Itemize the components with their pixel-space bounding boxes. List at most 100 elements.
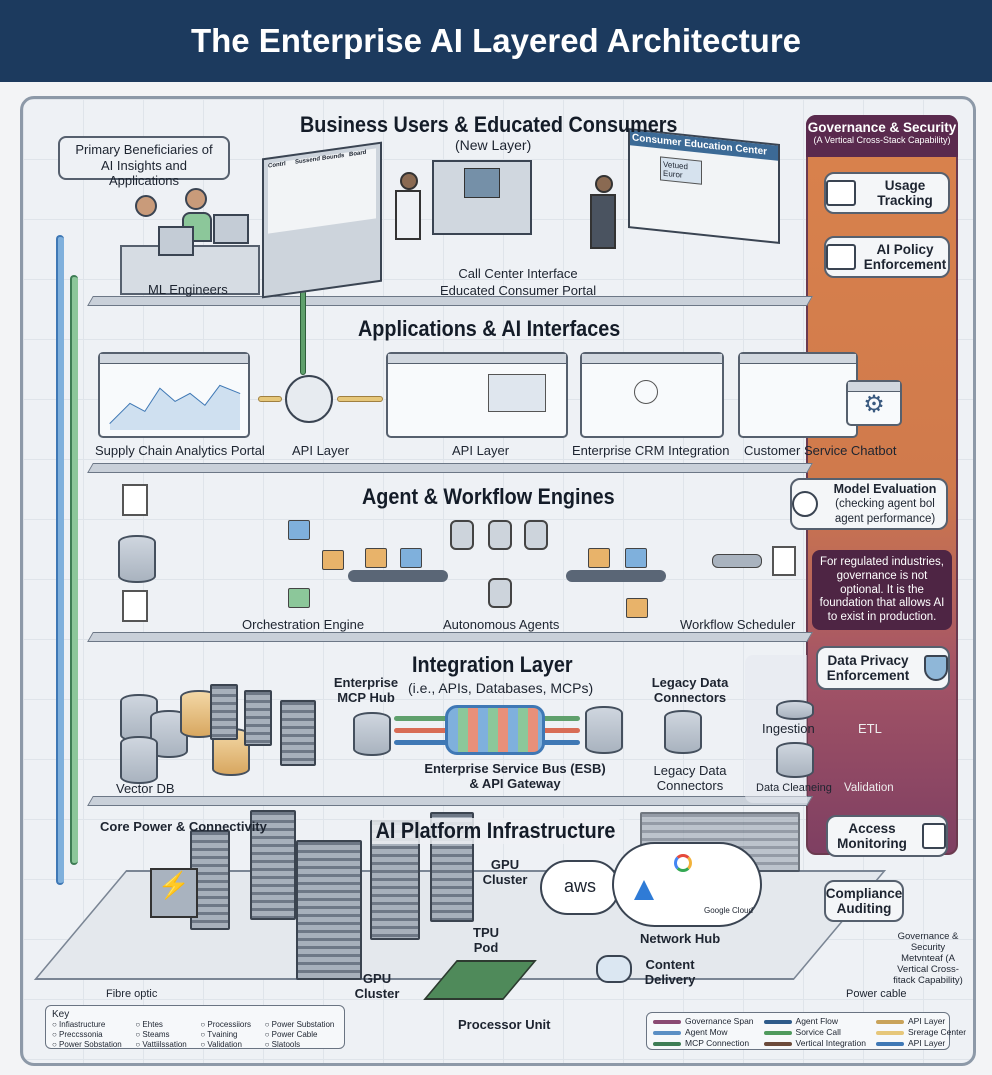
key-item: ○ Infiastructure (52, 1020, 106, 1029)
ingestion-label: Ingestion (762, 721, 815, 736)
validation-label: Validation (844, 782, 894, 794)
monitor-icon (213, 214, 249, 244)
user-profile-icon (634, 380, 658, 404)
content-delivery-label: Content Delivery (644, 957, 696, 987)
data-cleaning-label: Data Cleaneing (756, 782, 832, 794)
legend-item: Agent Flow (763, 1016, 866, 1026)
legend-item: Sorvice Call (763, 1027, 866, 1037)
api-arrow-left (258, 396, 282, 402)
key-item: ○ Processiiors (200, 1020, 251, 1029)
api-hub-icon (285, 375, 333, 423)
legend-label: Sorvice Call (795, 1027, 841, 1037)
aws-cloud-icon: aws (540, 860, 620, 915)
business-layer-title: Business Users & Educated Consumers (300, 112, 678, 137)
key-item: ○ Preccssonia (52, 1030, 103, 1039)
mcp-hub-database-icon (353, 712, 391, 756)
legend-swatch (763, 1019, 792, 1024)
analytics-chart-window (98, 352, 250, 438)
gpu-server-rack (296, 840, 362, 980)
legend-label: Vertical Integration (795, 1038, 866, 1048)
conveyor-belt (566, 570, 666, 582)
ingestion-database-icon (776, 700, 814, 720)
api-layer-label-1: API Layer (292, 443, 350, 458)
legend-swatch (653, 1030, 681, 1035)
power-cable-label: Power cable (846, 988, 907, 1000)
database-icon (120, 736, 158, 784)
core-power-label: Core Power & Connectivity (100, 819, 267, 834)
image-icon (488, 374, 546, 412)
key-item: ○ Steams (135, 1030, 170, 1039)
key-item: ○ Power Substation (264, 1020, 335, 1029)
robot-icon (524, 520, 548, 550)
api-arrow-right (337, 396, 383, 402)
database-icon (585, 706, 623, 754)
person-icon (185, 188, 207, 210)
gear-screen (464, 168, 500, 198)
vector-db-label: Vector DB (116, 781, 175, 796)
legend-swatch (875, 1019, 904, 1024)
governance-title: Governance & Security (807, 120, 957, 135)
compliance-auditing-label: Compliance Auditing (825, 885, 903, 916)
infrastructure-layer-title: AI Platform Infrastructure (372, 818, 620, 844)
key-item: ○ Slatools (264, 1040, 301, 1049)
multi-cloud-icon: Google Cloud (612, 842, 762, 927)
person-icon (135, 195, 157, 217)
tpu-pod-label: TPU Pod (473, 925, 499, 955)
legend-label: MCP Connection (685, 1038, 750, 1048)
server-rack (250, 810, 296, 920)
database-icon (118, 535, 156, 583)
robot-icon (488, 578, 512, 608)
cleaning-database-icon (776, 742, 814, 778)
vertical-agent-flow-arrow (56, 235, 64, 885)
server-rack (280, 700, 316, 766)
etl-panel (745, 655, 807, 803)
power-lightning-icon: ⚡ (150, 868, 198, 918)
board-header: Board (349, 149, 367, 159)
governance-subtitle: (A Vertical Cross-Stack Capability) (813, 135, 951, 145)
legacy-connectors-top-label: Legacy Data Connectors (651, 675, 729, 705)
bar-chart-icon (826, 180, 856, 206)
governance-header: Governance & Security (A Vertical Cross-… (806, 115, 958, 157)
legacy-database-icon (664, 710, 702, 754)
access-monitoring-label: Access Monitoring (837, 820, 907, 851)
applications-layer-title: Applications & AI Interfaces (358, 316, 621, 341)
legend-label: API Layer (907, 1016, 946, 1026)
board-header: Bounds (322, 152, 345, 162)
crm-label: Enterprise CRM Integration (572, 443, 730, 458)
person-body (395, 190, 421, 240)
shelf-applications (87, 463, 813, 473)
key-grid: ○ Infiastructure ○ Ehtes ○ Processiiors ○ P… (52, 1020, 338, 1049)
legend-item: Agent Mow (653, 1027, 754, 1037)
legend-label: Agent Flow (795, 1016, 839, 1026)
magnifier-icon (792, 491, 818, 517)
conveyor-belt (348, 570, 448, 582)
ai-policy-label: AI Policy Enforcement (863, 241, 947, 272)
key-item: ○ Vattiilssation (135, 1040, 187, 1049)
monitor-icon (158, 226, 194, 256)
chatbot-window (738, 352, 858, 438)
server-rack (210, 684, 238, 740)
legend-item: Vertical Integration (763, 1038, 866, 1048)
api-layer-window (386, 352, 568, 438)
legend-item: API Layer (875, 1038, 966, 1048)
mcp-hub-label: Enterprise MCP Hub (333, 675, 399, 705)
google-cloud-label: Google Cloud (704, 906, 753, 915)
integration-subtitle: (i.e., APIs, Databases, MCPs) (408, 680, 594, 696)
clipboard-lock-icon (922, 823, 946, 849)
model-evaluation-note: (checking agent bol agent performance) (834, 498, 936, 525)
key-item: ○ Power Sobstation (52, 1040, 122, 1049)
key-item: ○ Ehtes (135, 1020, 163, 1029)
processor-unit-label: Processor Unit (458, 1017, 551, 1032)
schedule-document-icon (772, 546, 796, 576)
package-icon (588, 548, 610, 568)
package-icon (322, 550, 344, 570)
fibre-optic-label: Fibre optic (106, 988, 158, 1000)
legacy-connectors-bottom-label: Legacy Data Connectors (653, 763, 727, 793)
person-icon (595, 175, 613, 193)
call-center-interface: Call Center Interface (458, 266, 578, 281)
api-up-arrow (300, 285, 306, 375)
package-icon (626, 598, 648, 618)
crm-window (580, 352, 724, 438)
key-box: Key ○ Infiastructure○ Ehtes○ Processiior… (45, 1005, 345, 1049)
